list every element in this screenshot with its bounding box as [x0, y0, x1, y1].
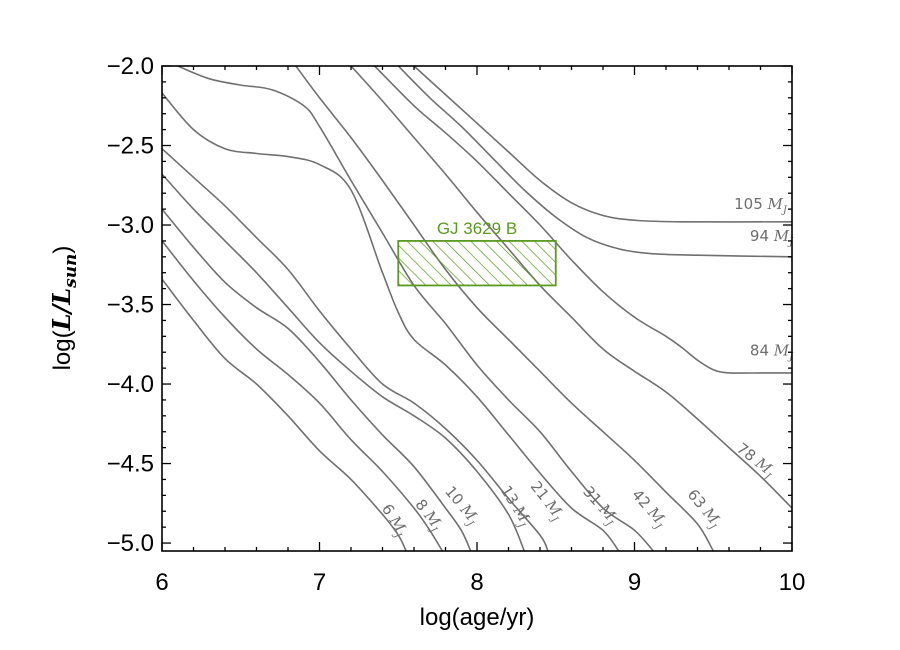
track-13-mj — [162, 173, 526, 551]
x-axis-label: log(age/yr) — [420, 604, 535, 631]
track-label-31-mj: 31 MJ — [577, 483, 622, 530]
y-axis-label-l: L — [47, 314, 76, 332]
ticks-layer: 6 7 8 9 10 −2.0 −2.5 −3.0 −3.5 −4.0 −4.5 −5.0 — [107, 53, 806, 596]
track-63-mj — [295, 66, 714, 551]
y-axis-label: log(L/Lsun) — [47, 246, 81, 371]
track-label-6-mj: 6 MJ — [375, 501, 411, 542]
track-78-mj — [350, 66, 792, 509]
y-tick-label: −3.5 — [107, 292, 154, 319]
x-tick-label: 7 — [313, 569, 326, 596]
track-84-mj — [374, 66, 792, 374]
track-label-94-mj: 94 MJ — [750, 227, 794, 248]
track-31-mj — [162, 92, 620, 551]
track-label-105-mj: 105 MJ — [734, 195, 788, 216]
track-label-78-mj: 78 MJ — [731, 439, 779, 483]
y-axis-label-slash: / — [47, 303, 76, 316]
y-tick-label: −5.0 — [107, 530, 154, 557]
track-94-mj — [397, 66, 792, 258]
x-tick-label: 6 — [155, 569, 168, 596]
track-label-63-mj: 63 MJ — [681, 486, 726, 533]
y-tick-label: −4.0 — [107, 371, 154, 398]
y-axis-label-sub: sun — [61, 254, 81, 289]
track-8-mj — [162, 240, 444, 551]
gj3629b-label: GJ 3629 B — [437, 219, 517, 238]
track-10-mj — [162, 208, 472, 551]
y-tick-label: −4.5 — [107, 451, 154, 478]
curves-layer — [162, 66, 792, 551]
track-6-mj — [162, 278, 407, 551]
y-tick-label: −2.5 — [107, 133, 154, 160]
y-axis-label-lsun: L — [47, 288, 76, 306]
track-label-84-mj: 84 MJ — [750, 341, 794, 362]
track-label-42-mj: 42 MJ — [626, 486, 671, 533]
y-axis-label-prefix: log( — [49, 330, 76, 370]
track-label-21-mj: 21 MJ — [524, 478, 568, 526]
y-axis-label-suffix: ) — [49, 246, 76, 254]
track-105-mj — [413, 66, 792, 223]
x-tick-label: 9 — [628, 569, 641, 596]
gj3629b-box — [397, 240, 557, 287]
track-21-mj — [162, 148, 549, 551]
annotation-layer: GJ 3629 B — [397, 219, 557, 287]
x-tick-label: 10 — [779, 569, 806, 596]
track-label-10-mj: 10 MJ — [439, 483, 484, 530]
y-tick-label: −3.0 — [107, 212, 154, 239]
x-tick-label: 8 — [470, 569, 483, 596]
y-tick-label: −2.0 — [107, 53, 154, 80]
